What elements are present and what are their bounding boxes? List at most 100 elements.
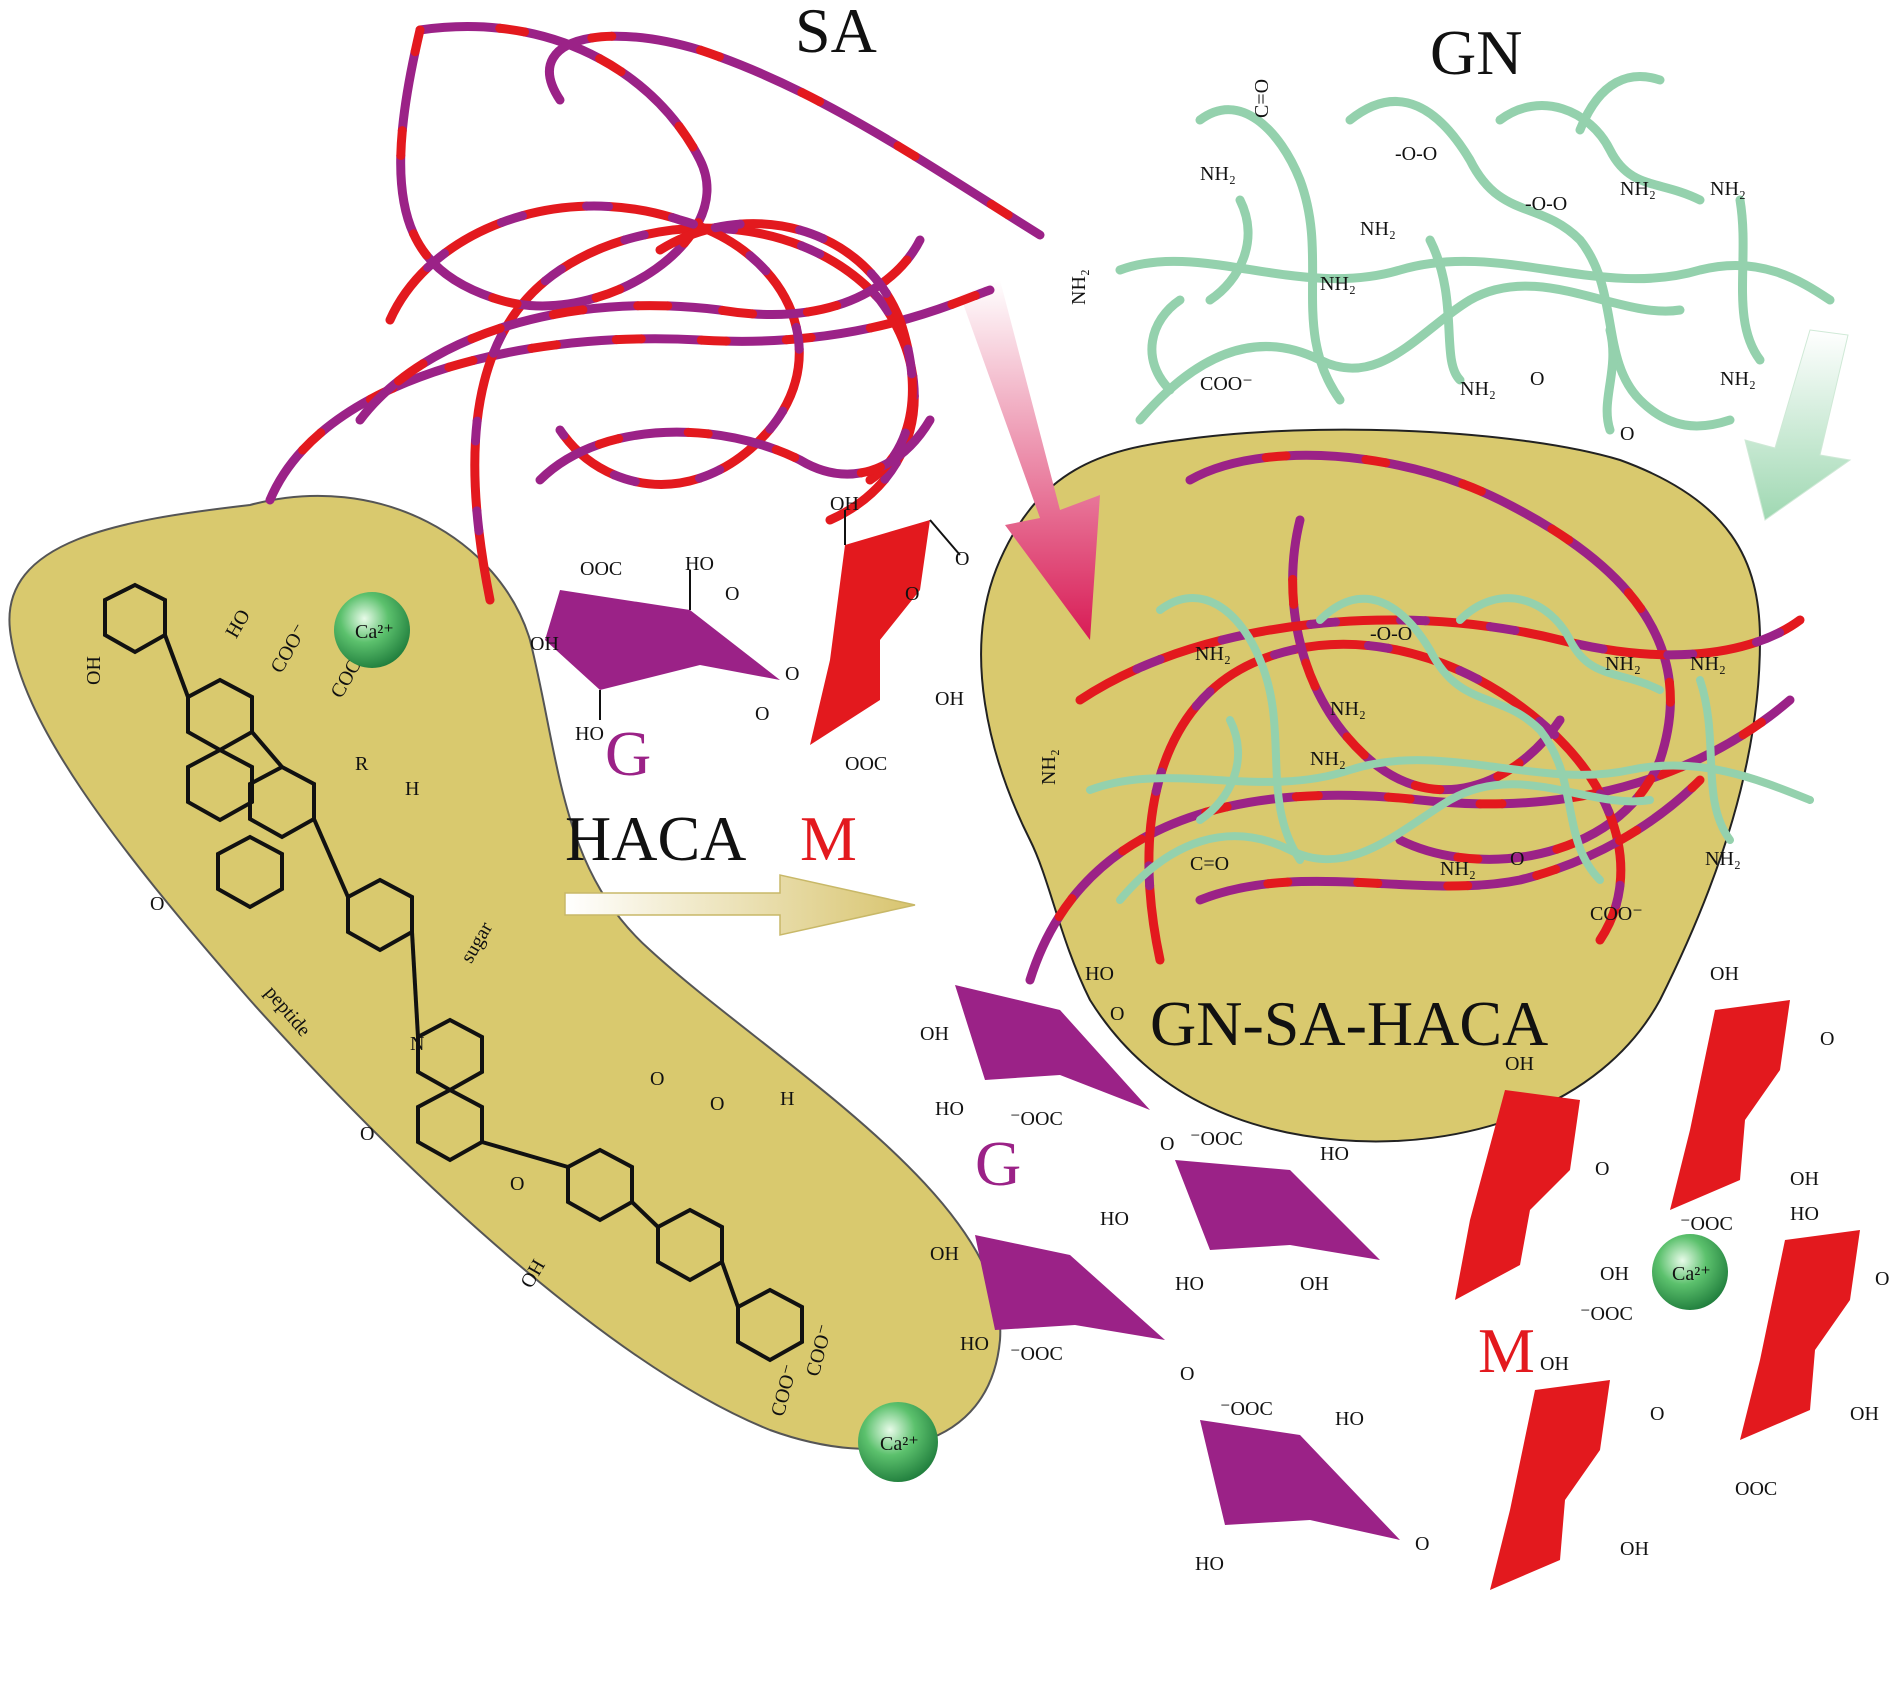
label-haca: HACA xyxy=(565,803,746,874)
comp-nh2-label: NH₂ xyxy=(1038,749,1060,785)
chain-oh3: OH xyxy=(930,1243,959,1265)
top-m-ring: OH O O OH OOC O xyxy=(755,493,969,775)
comp-o-label: O xyxy=(1510,848,1524,870)
label-g-bottom: G xyxy=(975,1128,1021,1199)
label-m-bottom: M xyxy=(1478,1315,1535,1386)
top-m-o3: O xyxy=(755,703,769,725)
gn-chem-labels: NH₂ NH₂ NH₂ NH₂ NH₂ NH₂ NH₂ NH₂ COO⁻ C=O… xyxy=(1068,79,1756,445)
svg-text:Ca²⁺: Ca²⁺ xyxy=(1672,1263,1711,1285)
top-g-ring: OOC HO O OH HO O xyxy=(530,553,799,745)
chain-oh2: OH xyxy=(1300,1273,1329,1295)
chain-ho2: HO xyxy=(1085,963,1114,985)
arrow-haca-to-composite xyxy=(564,874,916,936)
chain-ooc7: OOC xyxy=(1735,1478,1777,1500)
chain-oh4: OH xyxy=(1505,1053,1534,1075)
calcium-ion-2: Ca²⁺ xyxy=(858,1402,938,1482)
chain-ho3: HO xyxy=(1320,1143,1349,1165)
chain-ho7: HO xyxy=(1335,1408,1364,1430)
gn-nh2-label: NH₂ xyxy=(1200,163,1236,185)
gn-nh2-label: NH₂ xyxy=(1320,273,1356,295)
chain-oh5: OH xyxy=(1600,1263,1629,1285)
label-composite: GN-SA-HACA xyxy=(1150,988,1548,1059)
top-g-oh: OH xyxy=(530,633,559,655)
chain-ooc4: ⁻OOC xyxy=(1220,1398,1273,1420)
haca-o3: O xyxy=(510,1173,524,1195)
comp-nh2-label: NH₂ xyxy=(1310,748,1346,770)
haca-o2: O xyxy=(360,1123,374,1145)
top-m-o2: O xyxy=(905,583,919,605)
chain-o3: O xyxy=(1180,1363,1194,1385)
composite-polymer-tangle xyxy=(1025,450,1805,985)
chain-ho8: HO xyxy=(1195,1553,1224,1575)
chain-ooc3: ⁻OOC xyxy=(1010,1343,1063,1365)
label-gn: GN xyxy=(1430,17,1522,88)
haca-h2: H xyxy=(780,1088,794,1110)
haca-n: N xyxy=(410,1033,424,1055)
gn-nh2-label: NH₂ xyxy=(1460,378,1496,400)
gn-nh2-label: NH₂ xyxy=(1720,368,1756,390)
haca-oh: OH xyxy=(83,656,105,685)
haca-r: R xyxy=(355,753,369,775)
chain-ooc5: ⁻OOC xyxy=(1580,1303,1633,1325)
top-g-ho2: HO xyxy=(575,723,604,745)
comp-oo-label: -O-O xyxy=(1370,623,1412,645)
arrow-sa-to-composite xyxy=(960,280,1100,640)
haca-o4: O xyxy=(650,1068,664,1090)
svg-text:Ca²⁺: Ca²⁺ xyxy=(355,621,394,643)
label-m-top: M xyxy=(800,803,857,874)
chain-ho: HO xyxy=(935,1098,964,1120)
chain-ho6: HO xyxy=(1100,1208,1129,1230)
gn-co-label: C=O xyxy=(1251,79,1273,118)
top-g-ho: HO xyxy=(685,553,714,575)
chain-oh7: OH xyxy=(1790,1168,1819,1190)
haca-h: H xyxy=(405,778,419,800)
comp-coo-label: COO⁻ xyxy=(1590,903,1643,925)
calcium-ion-3: Ca²⁺ xyxy=(1652,1234,1728,1310)
composite-blob xyxy=(980,428,1762,1143)
top-m-ooc: OOC xyxy=(845,753,887,775)
gn-coo-label: COO⁻ xyxy=(1200,373,1253,395)
chain-oh: OH xyxy=(920,1023,949,1045)
chain-ho5: HO xyxy=(960,1333,989,1355)
comp-nh2-label: NH₂ xyxy=(1705,848,1741,870)
gn-o-label: O xyxy=(1620,423,1634,445)
chain-ooc: ⁻OOC xyxy=(1010,1108,1063,1130)
composite-chem-labels: NH₂ NH₂ NH₂ NH₂ NH₂ NH₂ NH₂ NH₂ -O-O COO… xyxy=(1038,623,1741,925)
chain-oh8: OH xyxy=(1850,1403,1879,1425)
top-g-o2: O xyxy=(785,663,799,685)
haca-molecule xyxy=(103,582,804,1363)
gn-oo-label: -O-O xyxy=(1395,143,1437,165)
bottom-alginate-chain: OH HO ⁻OOC HO O O ⁻OOC HO HO OH OH HO ⁻O… xyxy=(920,963,1889,1590)
chain-ooc6: ⁻OOC xyxy=(1680,1213,1733,1235)
gn-oo-label: -O-O xyxy=(1525,193,1567,215)
comp-co-label: C=O xyxy=(1190,853,1229,875)
sa-polymer-tangle xyxy=(265,22,1045,605)
calcium-ion-1: Ca²⁺ xyxy=(334,592,410,668)
comp-nh2-label: NH₂ xyxy=(1605,653,1641,675)
arrow-gn-to-composite xyxy=(1744,329,1852,521)
gn-nh2-label: NH₂ xyxy=(1068,269,1090,305)
label-g-top: G xyxy=(605,718,651,789)
chain-ooc2: ⁻OOC xyxy=(1190,1128,1243,1150)
chain-o: O xyxy=(1110,1003,1124,1025)
chain-ho9: HO xyxy=(1790,1203,1819,1225)
comp-nh2-label: NH₂ xyxy=(1330,698,1366,720)
comp-nh2-label: NH₂ xyxy=(1440,858,1476,880)
top-m-oh: OH xyxy=(830,493,859,515)
chain-o7: O xyxy=(1875,1268,1889,1290)
svg-text:Ca²⁺: Ca²⁺ xyxy=(880,1433,919,1455)
gn-gelatin-network xyxy=(1115,72,1835,435)
gn-nh2-label: NH₂ xyxy=(1360,218,1396,240)
top-g-ooc: OOC xyxy=(580,558,622,580)
gn-o-label: O xyxy=(1530,368,1544,390)
chain-o6: O xyxy=(1820,1028,1834,1050)
haca-o5: O xyxy=(710,1093,724,1115)
haca-o: O xyxy=(150,893,164,915)
gn-nh2-label: NH₂ xyxy=(1710,178,1746,200)
chain-ho4: HO xyxy=(1175,1273,1204,1295)
top-g-o: O xyxy=(725,583,739,605)
comp-nh2-label: NH₂ xyxy=(1195,643,1231,665)
chain-o8: O xyxy=(1650,1403,1664,1425)
